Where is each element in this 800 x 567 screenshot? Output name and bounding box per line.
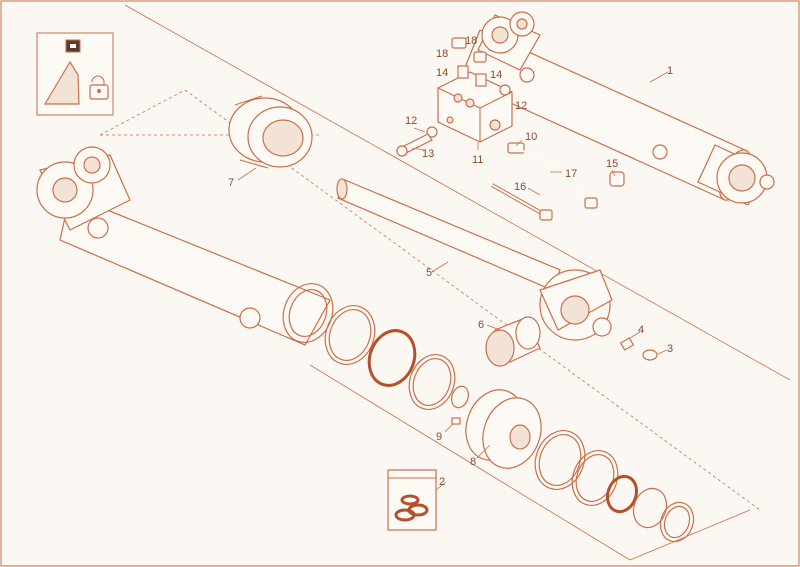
leader-16 (527, 187, 541, 196)
leader-10 (515, 139, 523, 147)
part-15-elbow (609, 171, 625, 187)
callout-9: 9 (436, 431, 442, 443)
leader-9 (444, 423, 454, 433)
callout-5: 5 (426, 267, 432, 279)
callout-17: 17 (565, 168, 577, 180)
part-6-bushing (485, 316, 541, 367)
callout-8: 8 (470, 456, 476, 468)
part-12-washer (426, 84, 511, 138)
leader-8 (476, 444, 491, 459)
part-7-guide-bush (228, 95, 313, 169)
callout-14-left: 14 (436, 67, 448, 79)
part-4-grease-nipple (619, 337, 635, 351)
callout-3: 3 (667, 343, 673, 355)
callout-13: 13 (422, 148, 434, 160)
callout-11: 11 (472, 154, 483, 166)
part-16-pipe (491, 183, 553, 221)
part-11-valve-block (437, 71, 513, 143)
callout-6: 6 (478, 319, 484, 331)
leader-6 (486, 324, 501, 331)
seal-ring-set-upper (534, 430, 695, 543)
seal-ring-set-lower (282, 283, 470, 410)
part-1-cylinder-barrel (459, 11, 775, 206)
callout-12-lower: 12 (405, 115, 417, 127)
leader-12b (413, 127, 426, 133)
part-17-hydraulic-pipe (519, 149, 598, 209)
part-9-pin (451, 417, 461, 425)
callout-18-left: 18 (436, 48, 448, 60)
guide-dash-left-2 (99, 89, 186, 136)
callout-16: 16 (514, 181, 526, 193)
leader-3 (657, 349, 668, 355)
callout-2: 2 (439, 476, 445, 488)
leader-7 (237, 167, 257, 181)
leader-13 (411, 147, 426, 151)
leader-1 (649, 71, 669, 83)
leader-4 (629, 331, 641, 339)
callout-4: 4 (638, 324, 644, 336)
guide-line-lower-2 (629, 509, 751, 561)
callout-14-right: 14 (490, 69, 502, 81)
guide-dash-axis (184, 89, 761, 511)
callout-15: 15 (606, 158, 618, 170)
leader-2 (435, 481, 447, 491)
callout-1: 1 (667, 65, 673, 77)
callout-12-upper: 12 (515, 100, 527, 112)
leader-15 (611, 169, 616, 177)
lower-cylinder-barrel (36, 146, 331, 346)
callout-10: 10 (525, 131, 537, 143)
callout-7: 7 (228, 177, 234, 189)
part-13-bolt (396, 133, 433, 157)
leader-5 (431, 261, 449, 273)
guide-line-lower (309, 364, 631, 561)
part-3-cap (642, 349, 658, 361)
part-18-banjo-fitting (451, 37, 487, 63)
callout-18-right: 18 (465, 35, 477, 47)
part-5-piston-rod (336, 178, 613, 341)
guide-line-upper (124, 4, 791, 381)
part-14-fitting (457, 65, 487, 87)
part-2-seal-kit-bag (387, 469, 437, 531)
part-8-piston (465, 389, 542, 469)
shovel-padlock-icon (36, 32, 114, 116)
